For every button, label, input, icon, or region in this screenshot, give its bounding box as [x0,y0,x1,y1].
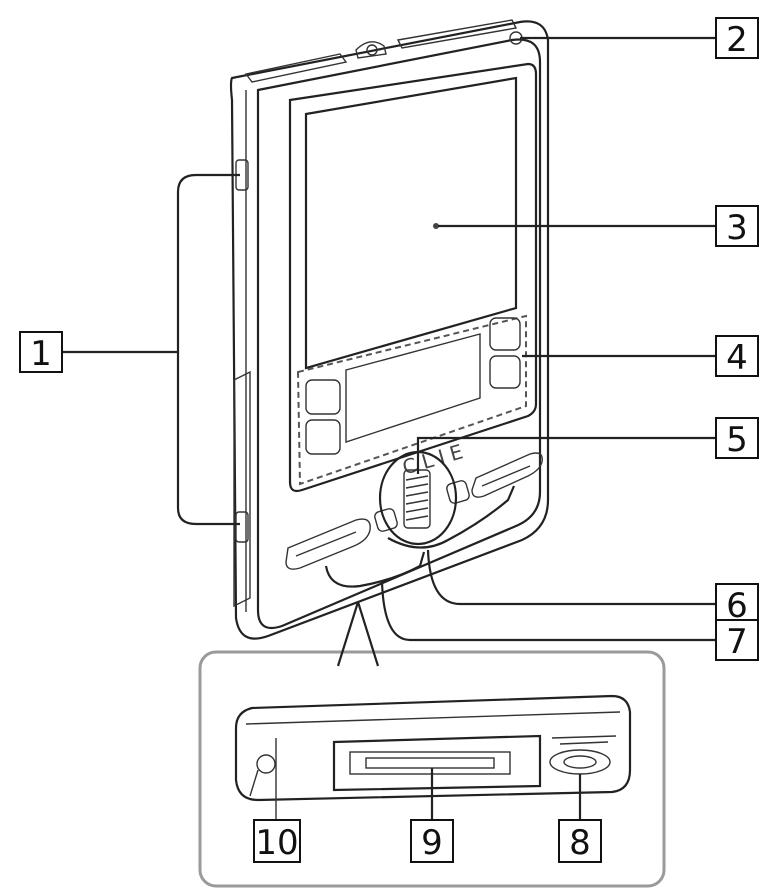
svg-text:3: 3 [726,208,748,248]
svg-text:1: 1 [30,334,52,374]
svg-text:5: 5 [726,420,748,460]
graffiti-area [305,317,521,455]
svg-text:9: 9 [421,823,443,863]
display-screen [304,76,518,370]
svg-text:6: 6 [726,586,748,626]
callout-10: 10 [253,819,301,863]
callout-4: 4 [715,335,759,378]
callout-1: 1 [19,331,63,374]
callout-7: 7 [715,619,759,662]
device-body [229,19,550,640]
screen-bezel [288,62,538,493]
callout-5: 5 [715,417,759,460]
callout-2: 2 [715,17,759,60]
svg-text:7: 7 [726,622,748,662]
callout-6: 6 [715,583,759,626]
svg-text:10: 10 [255,823,298,863]
screen-center-dot [433,223,439,229]
brand-logo: CLIE [400,438,472,480]
svg-text:2: 2 [726,20,748,60]
callout-8: 8 [558,819,602,863]
svg-text:4: 4 [726,338,748,378]
leader-lines [62,36,716,820]
application-buttons [285,452,543,570]
callout-3: 3 [715,205,759,248]
callout-9: 9 [410,819,454,863]
svg-text:8: 8 [569,823,591,863]
